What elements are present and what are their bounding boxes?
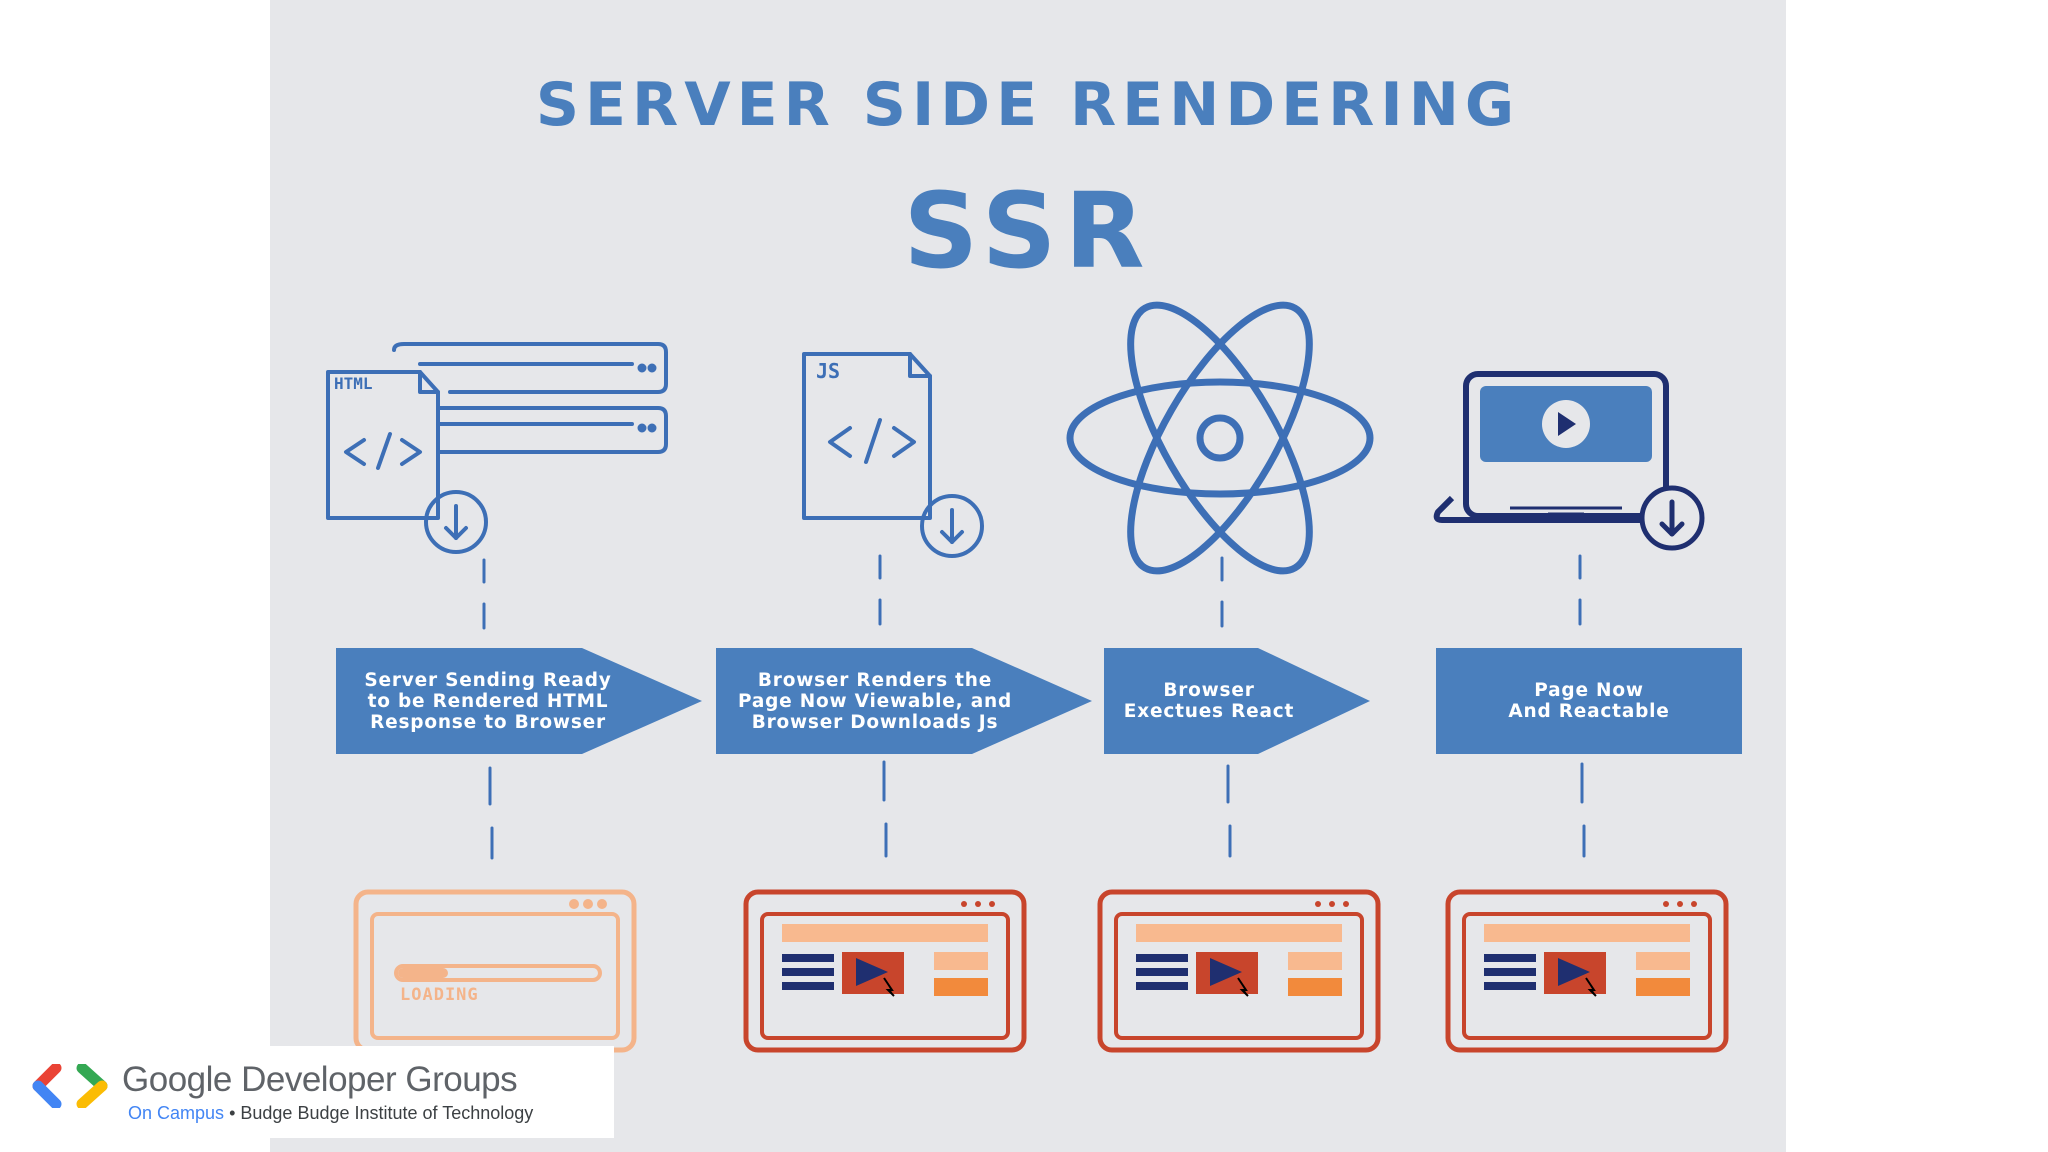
slide: SERVER SIDE RENDERING SSR [270, 0, 1786, 1152]
step-1-arrow [336, 648, 702, 754]
gdg-logo-icon [32, 1064, 108, 1108]
step-4-line-2: And Reactable [1508, 701, 1669, 722]
js-file-icon [802, 352, 932, 520]
react-atom-icon [1066, 301, 1374, 575]
step-4-text: Page Now And Reactable [1436, 648, 1742, 754]
step-4-line-2-prefix: And [1508, 701, 1559, 722]
gdg-institute-name: Budge Budge Institute of Technology [240, 1103, 534, 1123]
download-icon [424, 490, 488, 554]
step-1-text: Server Sending Ready to be Rendered HTML… [364, 669, 612, 733]
html-file-label: HTML [334, 374, 373, 393]
gdg-campus-label: On Campus [128, 1103, 225, 1123]
browser-page-icon [1097, 889, 1381, 1053]
diagram-subtitle: SSR [903, 170, 1153, 292]
step-2-arrow [716, 648, 1092, 754]
browser-page-icon [743, 889, 1027, 1053]
download-icon [920, 494, 984, 558]
diagram-title: SERVER SIDE RENDERING [535, 70, 1521, 140]
step-4-box [1436, 648, 1742, 754]
download-icon [1639, 485, 1705, 551]
step-4-line-1: Page Now [1534, 680, 1644, 701]
browser-page-icon [1445, 889, 1729, 1053]
step-3-text: Browser Exectues React [1123, 680, 1295, 722]
gdg-org-name: Google Developer Groups [122, 1060, 518, 1099]
js-file-label: JS [816, 359, 840, 383]
gdg-branding-badge: Google Developer Groups On Campus • Budg… [0, 1046, 614, 1138]
connector-lines-top [482, 554, 1582, 630]
gdg-chapter-line: On Campus • Budge Budge Institute of Tec… [128, 1103, 533, 1124]
diagram-artwork: HTML JS LOADING [326, 301, 1742, 1053]
html-file-icon [326, 342, 668, 520]
connector-lines-bottom [488, 760, 1586, 860]
browser-loading-icon [353, 889, 637, 1053]
step-4-line-2-bold: Reactable [1558, 701, 1670, 722]
step-2-text: Browser Renders the Page Now Viewable, a… [737, 669, 1013, 733]
loading-label: LOADING [400, 985, 479, 1005]
step-3-arrow [1104, 648, 1370, 754]
gdg-separator: • [229, 1103, 236, 1123]
